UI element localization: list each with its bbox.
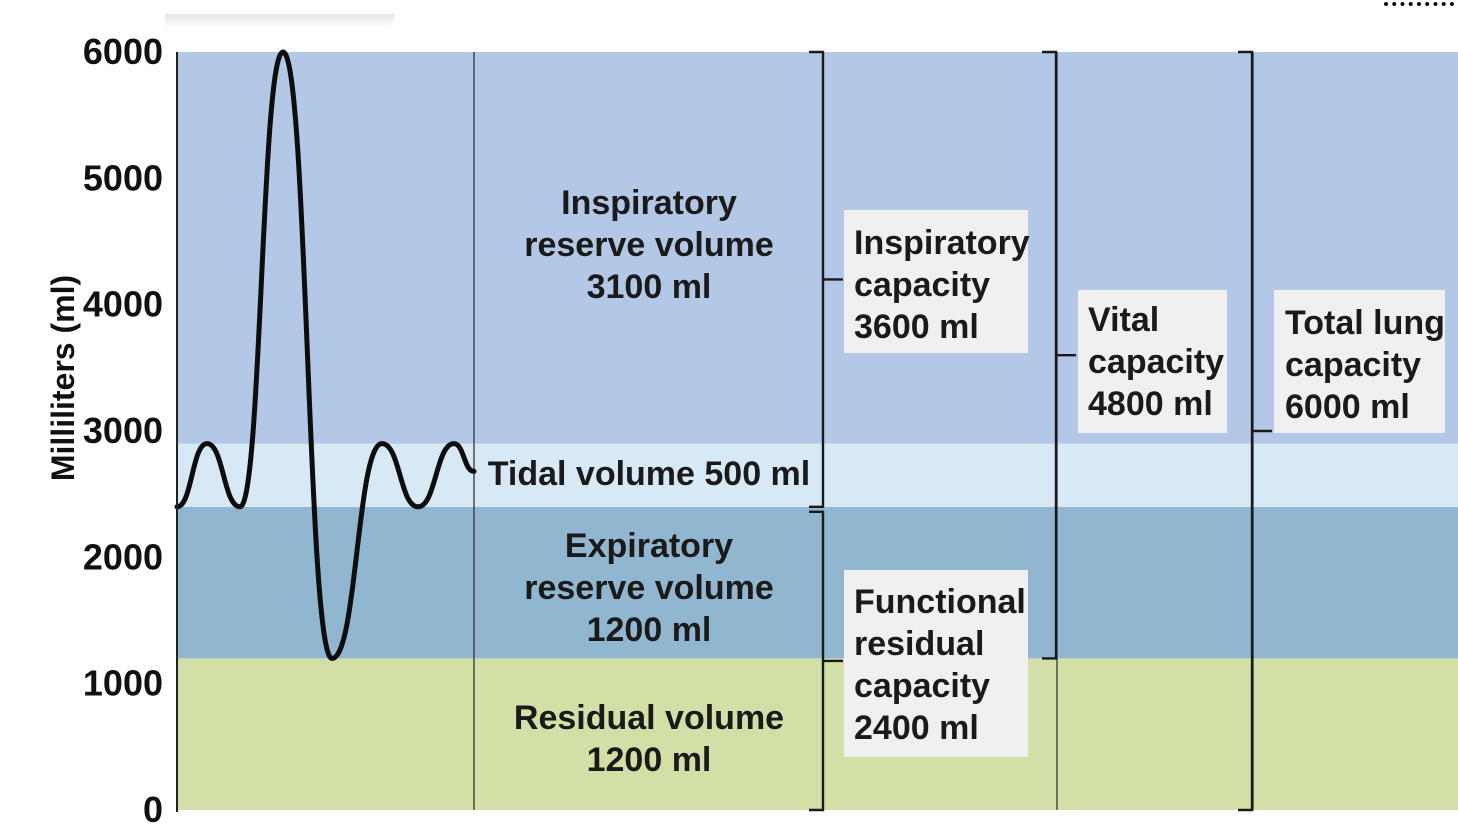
- volume-label-line: reserve volume: [524, 569, 774, 607]
- capacity-label-box: [844, 210, 1028, 353]
- y-tick-label: 3000: [83, 410, 163, 451]
- capacity-label-line: capacity: [854, 667, 990, 705]
- y-tick-label: 4000: [83, 284, 163, 325]
- capacity-label-line: Inspiratory: [854, 224, 1030, 262]
- capacity-label-line: capacity: [1088, 343, 1224, 381]
- band-expiratory-reserve-volume: [177, 506, 1458, 659]
- capacity-label-line: 4800 ml: [1088, 385, 1213, 423]
- capacity-label-line: residual: [854, 625, 984, 663]
- y-tick-label: 2000: [83, 536, 163, 577]
- y-tick-label: 5000: [83, 157, 163, 198]
- capacity-label-line: Total lung: [1285, 304, 1445, 342]
- capacity-label-line: 2400 ml: [854, 709, 979, 747]
- capacity-label-line: capacity: [1285, 346, 1421, 384]
- y-tick-label: 6000: [83, 31, 163, 72]
- capacity-label-line: Functional: [854, 583, 1026, 621]
- y-tick-label: 0: [143, 789, 163, 830]
- capacity-label-line: 3600 ml: [854, 308, 979, 346]
- capacity-label-line: 6000 ml: [1285, 388, 1410, 426]
- volume-label-line: Tidal volume 500 ml: [488, 455, 811, 493]
- band-residual-volume: [177, 658, 1458, 810]
- volume-label-line: Inspiratory: [561, 184, 737, 222]
- header-shadow: [165, 14, 395, 28]
- capacity-label-box: [1274, 290, 1445, 433]
- capacity-label-line: capacity: [854, 266, 990, 304]
- volume-label-line: reserve volume: [524, 226, 774, 264]
- volume-label-line: Expiratory: [565, 527, 733, 565]
- volume-label-line: Residual volume: [514, 699, 784, 737]
- bracket-inspiratory-capacity: [809, 50, 843, 508]
- capacity-label-box: [844, 570, 1028, 757]
- volume-label-line: 1200 ml: [587, 741, 712, 779]
- capacity-label-box: [1078, 290, 1227, 433]
- dotted-mark: [1384, 0, 1454, 6]
- spirogram-trace: [174, 49, 477, 661]
- volume-label-line: 3100 ml: [587, 268, 712, 306]
- bracket-vital-capacity: [1042, 50, 1076, 660]
- y-tick-label: 1000: [83, 663, 163, 704]
- capacity-label-line: Vital: [1088, 301, 1159, 339]
- y-axis-label: Milliliters (ml): [45, 275, 81, 481]
- volume-label-line: 1200 ml: [587, 611, 712, 649]
- bracket-total-lung-capacity: [1238, 50, 1272, 812]
- bracket-functional-residual-capacity: [809, 510, 843, 812]
- band-inspiratory-reserve-volume: [177, 52, 1458, 444]
